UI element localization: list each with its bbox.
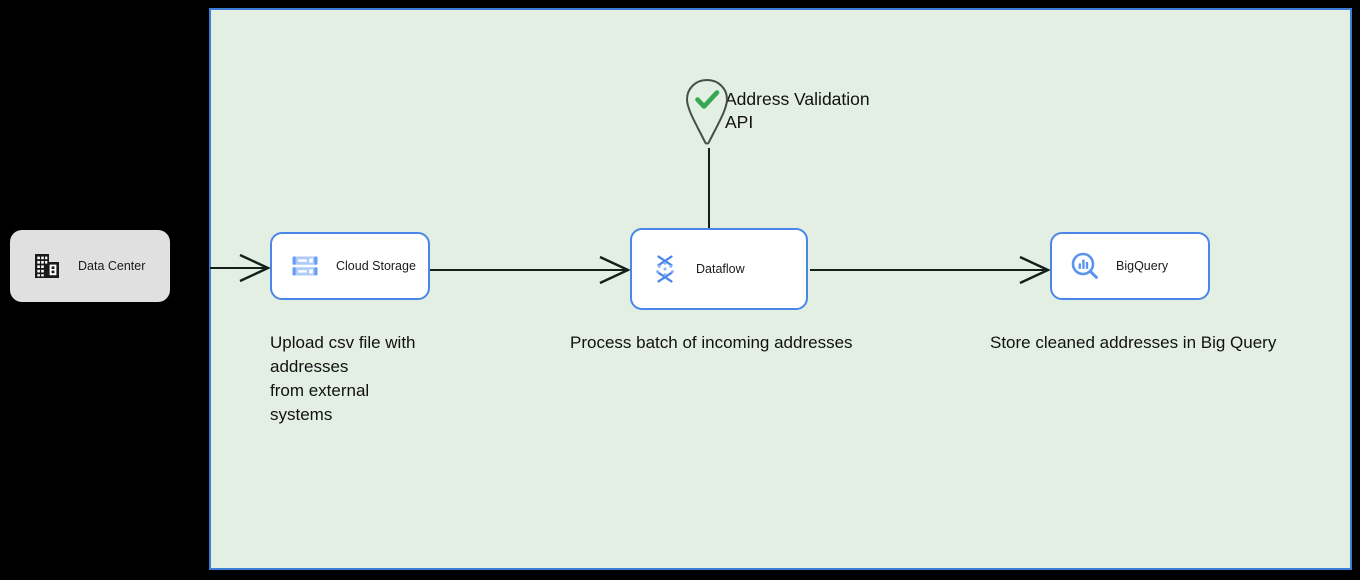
node-label-dataflow: Dataflow [696,262,745,276]
node-bigquery[interactable]: BigQuery [1050,232,1210,300]
dataflow-icon [656,255,674,283]
node-cloud-storage[interactable]: Cloud Storage [270,232,430,300]
cloud-storage-icon [292,256,318,276]
node-datacenter[interactable]: Data Center [10,230,170,302]
map-pin-check-icon [685,78,729,145]
node-label-cloud-storage: Cloud Storage [336,259,416,273]
node-label-datacenter: Data Center [78,259,146,273]
caption-process: Process batch of incoming addresses [570,333,853,352]
node-address-validation-api[interactable]: Address Validation API [684,76,870,145]
node-label-bigquery: BigQuery [1116,259,1169,273]
data-center-building-icon [35,254,59,278]
caption-store: Store cleaned addresses in Big Query [990,333,1277,352]
bigquery-icon [1071,252,1098,279]
node-label-address-validation-api: Address Validation API [725,89,870,132]
node-dataflow[interactable]: Dataflow [630,228,808,310]
caption-upload: Upload csv file with addresses from exte… [270,333,416,424]
